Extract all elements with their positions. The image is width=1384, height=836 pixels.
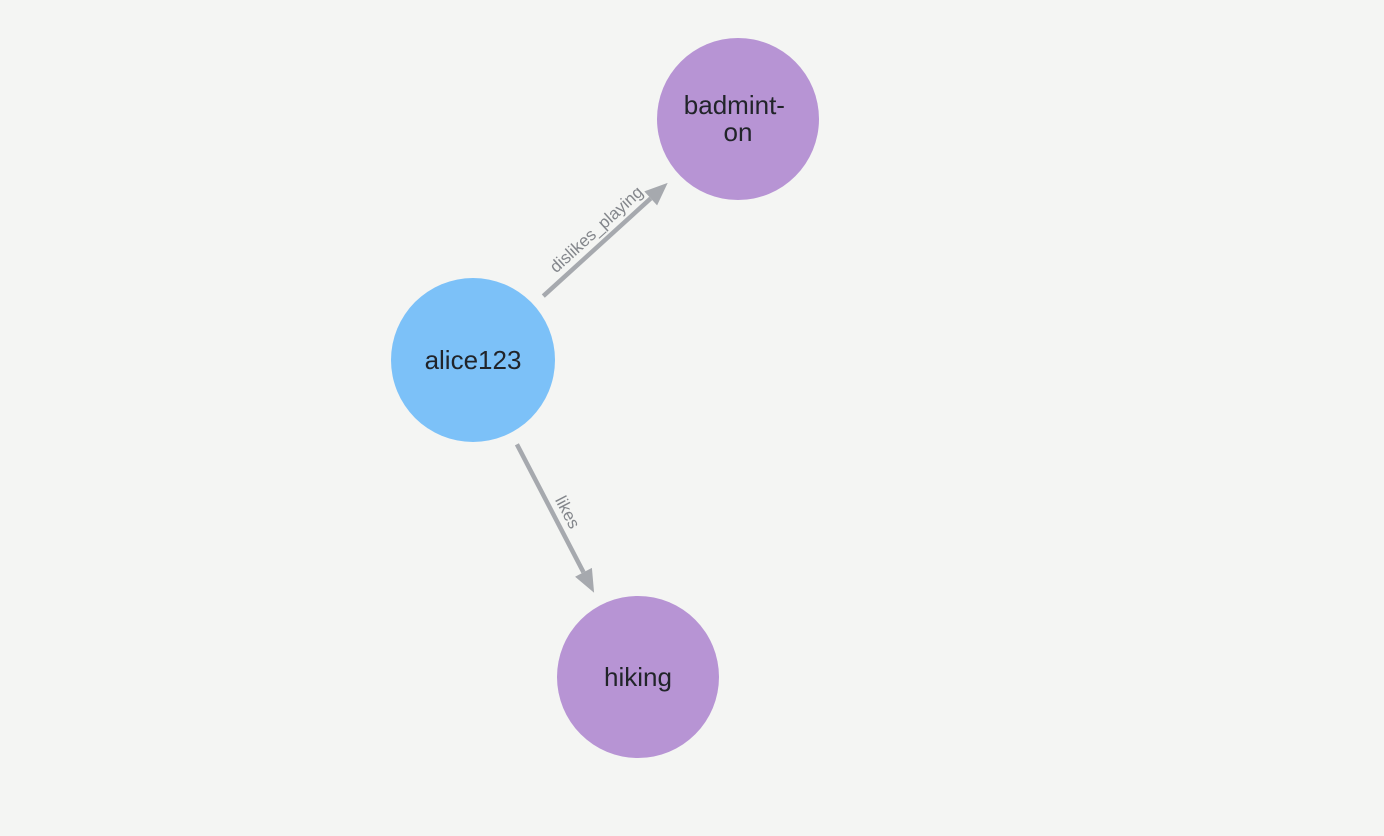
edge-dislikes-playing-label[interactable]: dislikes_playing [546, 182, 647, 276]
edge-dislikes-playing: dislikes_playing [541, 182, 668, 298]
arrowhead-icon [575, 567, 595, 593]
edge-likes-label[interactable]: likes [551, 493, 584, 532]
node-alice123-label: alice123 [425, 345, 522, 375]
arrowhead-icon [644, 182, 668, 206]
node-hiking-label: hiking [604, 662, 672, 692]
edge-likes-line[interactable] [514, 443, 586, 574]
node-badminton-label: badmint- on [684, 90, 792, 147]
node-label-line: alice123 [425, 345, 522, 375]
node-hiking-circle[interactable] [557, 596, 719, 758]
edge-likes: likes [514, 443, 595, 593]
node-label-line: badmint- [684, 90, 785, 120]
node-badminton-circle[interactable] [657, 38, 819, 200]
node-label-line: hiking [604, 662, 672, 692]
node-label-line: on [724, 117, 753, 147]
node-alice123: alice123 [391, 278, 555, 442]
node-alice123-circle[interactable] [391, 278, 555, 442]
node-hiking: hiking [557, 596, 719, 758]
node-badminton: badmint- on [657, 38, 819, 200]
edge-dislikes-playing-line[interactable] [541, 196, 653, 298]
